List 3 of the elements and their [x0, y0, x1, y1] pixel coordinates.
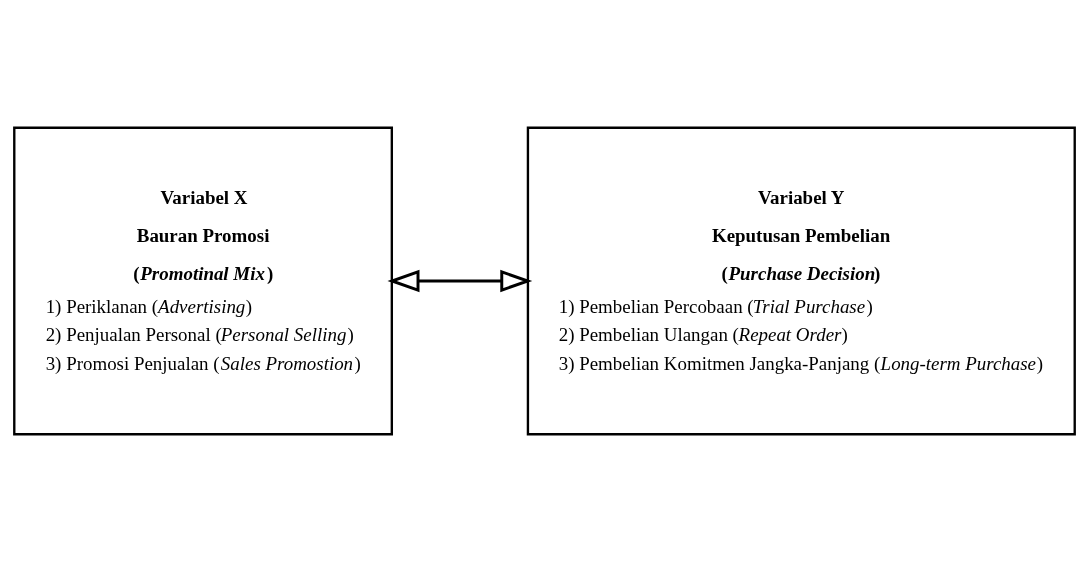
- node-box: Variabel Y Keputusan Pembelian (Purchase Decision) 1) Pembelian Percobaan (Trial Purchase) 2) Pembelian Ulangan (Repeat Order) 3) Pembelian Komitmen Jangka-Panjang (Long-term Purchase): [526, 126, 1076, 435]
- arrow: [387, 269, 533, 292]
- node-box: Variabel X Bauran Promosi (Promotinal Mix) 1) Periklanan (Advertising) 2) Penjualan Personal (Personal Selling) 3) Promosi Penjualan (Sales Promostion): [13, 126, 393, 435]
